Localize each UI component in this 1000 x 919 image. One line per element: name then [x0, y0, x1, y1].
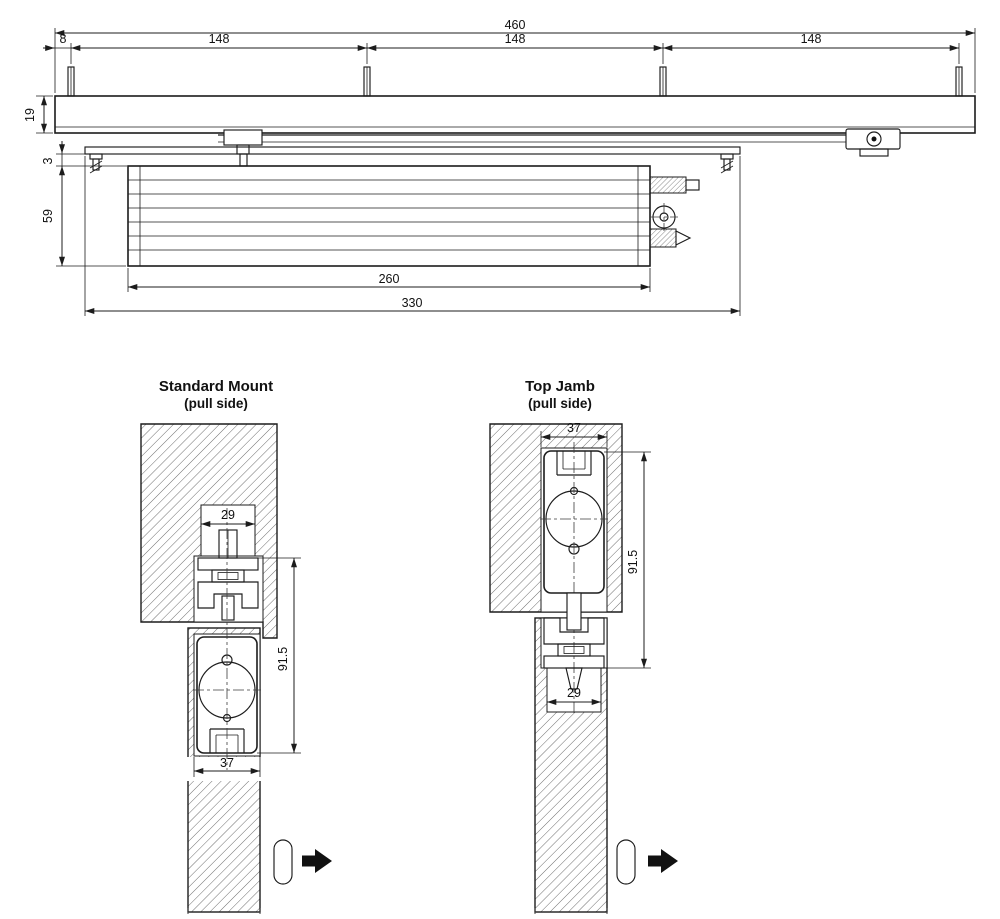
dim-spacing-1-label: 148: [209, 32, 230, 46]
track-slider: [221, 595, 235, 621]
pull-direction-arrow-icon: [302, 849, 332, 873]
sm-body-width-label: 37: [220, 756, 234, 770]
mounting-plate: [84, 146, 741, 174]
valve-detail: [649, 176, 700, 248]
slide-track-section: [543, 617, 605, 690]
slide-rail: [54, 95, 976, 134]
dim-total-length-label: 460: [505, 18, 526, 32]
closer-body: [127, 165, 651, 267]
side-view-dimensions: 460 8 148 148 148 19: [23, 18, 976, 316]
track-cavity: [193, 555, 264, 623]
dim-rail-height-label: 19: [23, 108, 37, 122]
screw-icon: [67, 66, 75, 97]
top-jamb-subtitle: (pull side): [528, 396, 592, 411]
dim-plate-gap-label: 3: [41, 157, 55, 164]
tj-depth-label: 91.5: [626, 550, 640, 574]
dim-body-height-label: 59: [41, 209, 55, 223]
top-jamb-view: Top Jamb (pull side): [489, 378, 678, 918]
top-jamb-title: Top Jamb: [525, 378, 595, 395]
arm-assembly: [218, 128, 901, 167]
adjustment-pin: [565, 667, 583, 690]
side-view: 460 8 148 148 148 19: [23, 18, 976, 316]
dim-spacing-3-label: 148: [801, 32, 822, 46]
door-roller: [273, 839, 293, 885]
standard-mount-view: Standard Mount (pull side): [140, 378, 332, 918]
sm-depth-label: 91.5: [276, 647, 290, 671]
tj-body-width-label: 37: [567, 421, 581, 435]
rail-screws: [67, 66, 963, 97]
anchor-screw-icon: [89, 153, 103, 174]
dim-end-offset-label: 8: [60, 32, 67, 46]
door-roller: [616, 839, 636, 885]
slider-block: [223, 129, 263, 146]
standard-mount-title: Standard Mount: [159, 378, 273, 395]
dim-plate-length-label: 330: [402, 296, 423, 310]
standard-mount-dimensions: 29 91.5 37: [193, 508, 301, 777]
top-jamb-dimensions: 37 91.5 29: [540, 421, 651, 705]
anchor-screw-icon: [720, 153, 734, 174]
arm-pivot-bracket: [845, 128, 901, 157]
screw-icon: [955, 66, 963, 97]
tj-recess-width-label: 29: [567, 686, 581, 700]
sm-recess-width-label: 29: [221, 508, 235, 522]
pull-direction-arrow-icon: [648, 849, 678, 873]
screw-icon: [363, 66, 371, 97]
standard-mount-subtitle: (pull side): [184, 396, 248, 411]
dim-spacing-2-label: 148: [505, 32, 526, 46]
slide-track-section: [197, 529, 259, 621]
dim-body-length-label: 260: [379, 272, 400, 286]
closer-body-section: [193, 508, 261, 770]
screw-icon: [659, 66, 667, 97]
spindle: [566, 592, 582, 631]
